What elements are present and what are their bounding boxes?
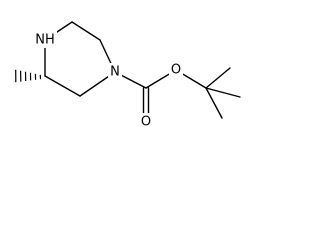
- bond-tbu-methyl-down: [205, 87, 223, 119]
- atom-o-carbonyl-label: O: [141, 115, 151, 130]
- bond-tbu-methyl-right: [205, 87, 241, 98]
- bond-ch2-stereocenter: [44, 75, 81, 97]
- atom-nh-label: NH: [35, 33, 55, 48]
- atom-n-ring-label: N: [110, 65, 120, 80]
- atom-o-ester-label: O: [171, 63, 181, 78]
- atom-nh: NH: [33, 31, 57, 48]
- bond-ch2-ch2: [71, 21, 101, 41]
- methyl-hashed-wedge-bond: [15, 69, 42, 83]
- atom-o-carbonyl: O: [139, 113, 153, 130]
- structure-canvas: NH N O O: [15, 21, 241, 130]
- bond-tbu-methyl-up: [205, 67, 231, 89]
- atom-o-ester: O: [169, 61, 183, 78]
- atom-n-ring: N: [108, 63, 122, 80]
